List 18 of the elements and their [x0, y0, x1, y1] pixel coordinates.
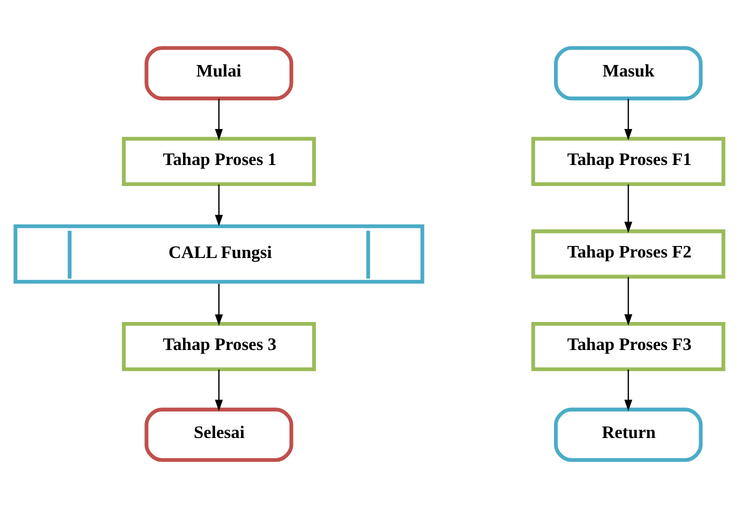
node-box: Return	[554, 408, 703, 462]
arrow	[214, 369, 223, 412]
arrow	[624, 98, 632, 140]
node-box: Masuk	[554, 46, 703, 100]
node-box: CALL Fungsi	[14, 224, 424, 284]
node-box: Tahap Proses 1	[122, 136, 316, 186]
arrow	[214, 284, 223, 326]
node-box: Tahap Proses 3	[122, 322, 316, 372]
node-box: Tahap Proses F3	[531, 322, 726, 372]
arrow	[214, 184, 223, 226]
node-box: Mulai	[144, 46, 294, 100]
arrow	[624, 277, 632, 326]
arrow	[624, 369, 632, 412]
arrow	[214, 98, 223, 140]
node-box: Tahap Proses F1	[531, 136, 726, 186]
node-box: Selesai	[144, 408, 294, 462]
node-box: Tahap Proses F2	[531, 229, 726, 279]
arrow	[624, 184, 632, 234]
